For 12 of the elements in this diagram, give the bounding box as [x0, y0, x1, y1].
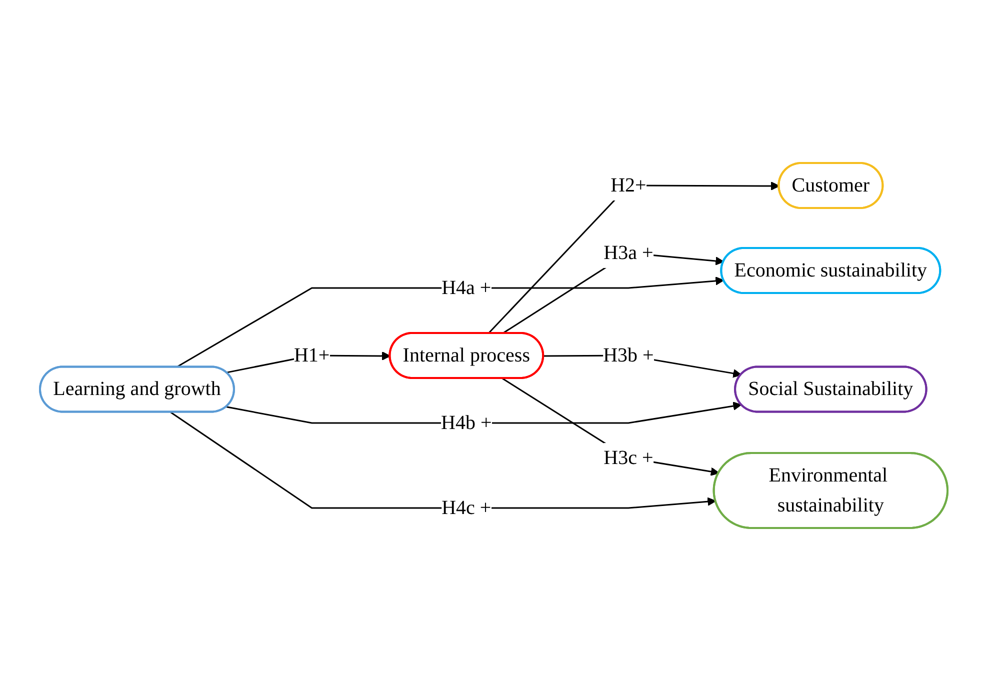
- edge-label: H3a +: [603, 241, 653, 264]
- edge-label: H1+: [294, 344, 330, 366]
- edge-label: H2+: [610, 174, 646, 196]
- edge-label: H3b +: [602, 344, 654, 366]
- edge-label: H3c +: [603, 446, 653, 468]
- arrow: [226, 401, 742, 424]
- arrow: [176, 276, 724, 368]
- edge-label: H4a +: [441, 276, 491, 298]
- edge-label: H4b +: [440, 411, 492, 434]
- edge-label: H4c +: [441, 496, 491, 518]
- arrow: [502, 377, 720, 476]
- arrow: [170, 411, 716, 508]
